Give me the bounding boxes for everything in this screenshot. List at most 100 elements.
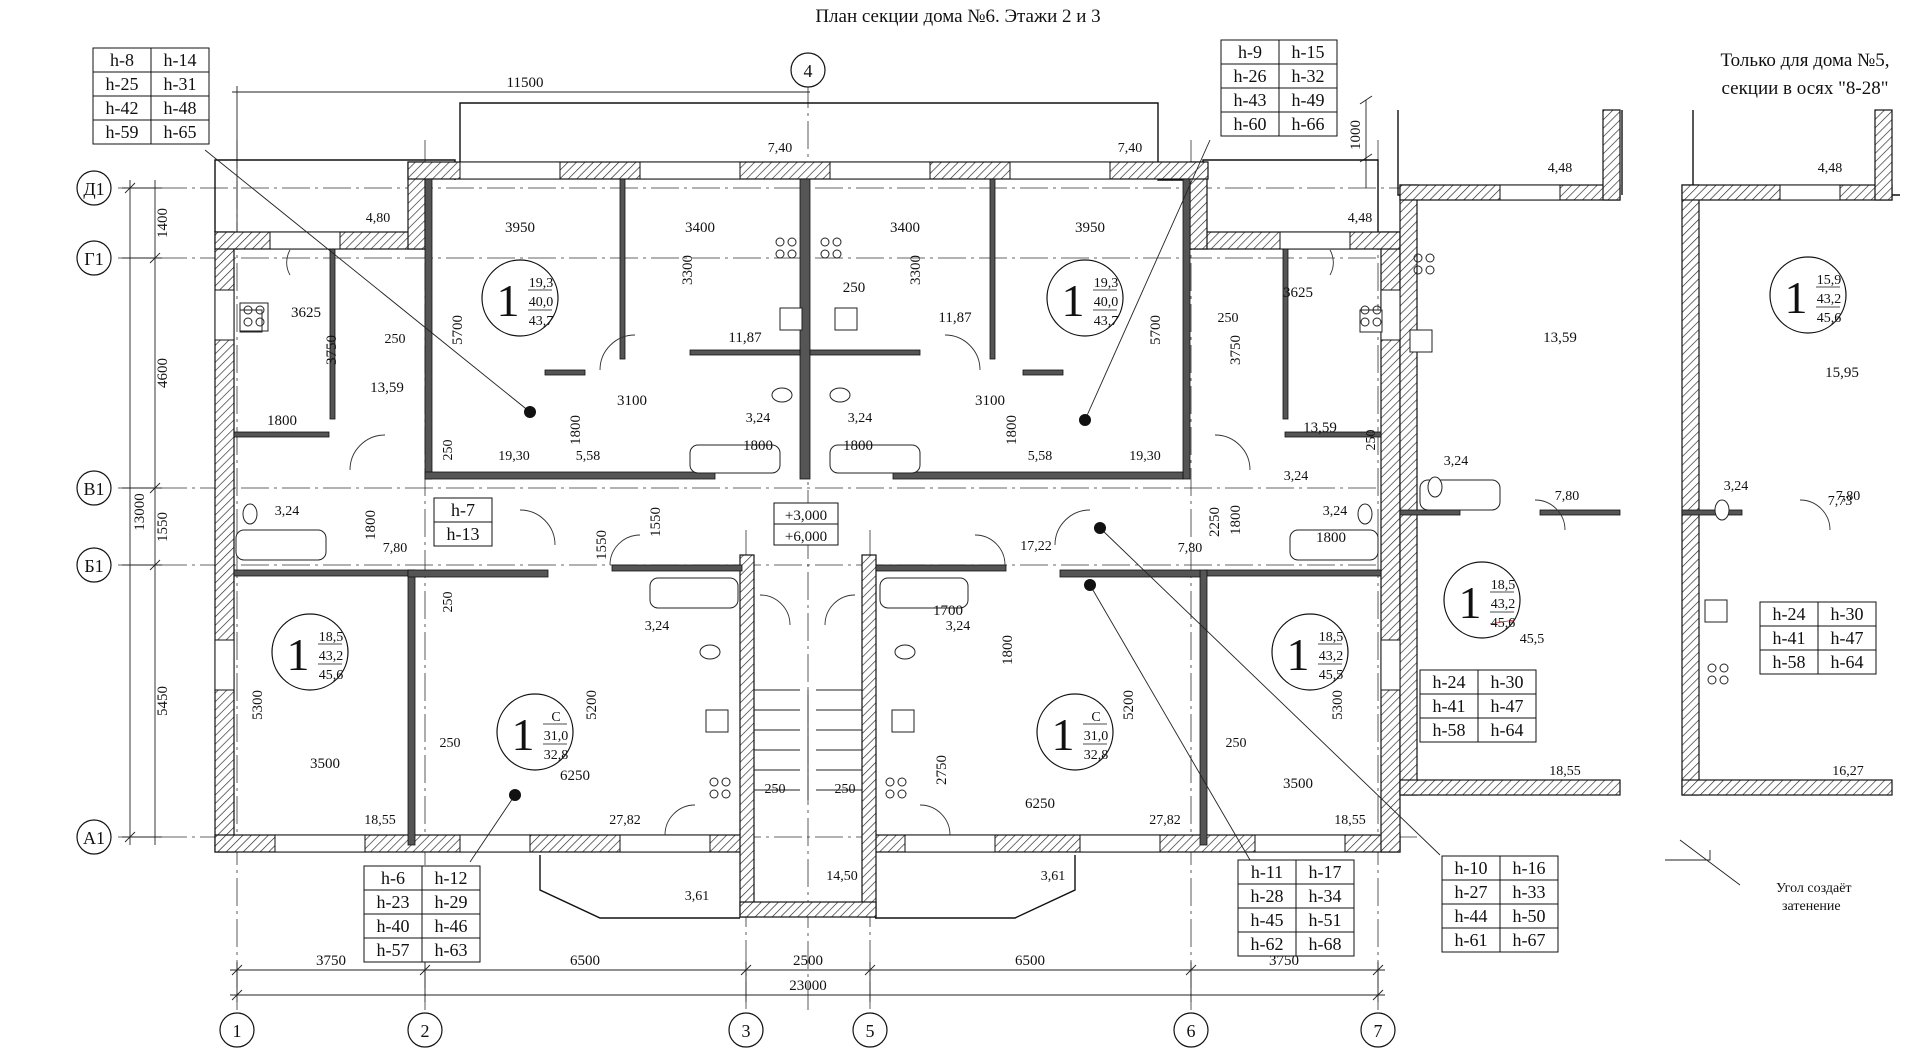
drawing-title: План секции дома №6. Этажи 2 и 3 xyxy=(815,6,1100,27)
apartment-number: h-11 xyxy=(1251,862,1283,882)
apartment-type-numbers: 1 1 1 1 1 1 1 1 xyxy=(287,272,1808,760)
room-area: 7,73 xyxy=(1828,494,1853,509)
apartment-type: 1 xyxy=(1459,577,1482,628)
dimension-lines xyxy=(122,86,1385,1002)
apartment-number: h-31 xyxy=(164,74,197,94)
apartment-number: h-16 xyxy=(1513,858,1546,878)
dimension-label: 1550 xyxy=(648,507,664,537)
area-total: 40,0 xyxy=(529,295,554,310)
apartment-table-cell xyxy=(1278,111,1338,137)
area-total: 31,0 xyxy=(1084,729,1109,744)
dimension-label: 3750 xyxy=(316,953,346,969)
room-area: 7,80 xyxy=(1555,489,1580,504)
axis-label: 5 xyxy=(866,1021,875,1041)
dimension-label: 250 xyxy=(441,440,456,461)
area-total: 40,0 xyxy=(1094,295,1119,310)
apartment-number: h-62 xyxy=(1251,934,1284,954)
dimension-label: 3300 xyxy=(680,255,696,285)
dimension-label: 1800 xyxy=(1316,530,1346,546)
dimension-label: 3625 xyxy=(1283,285,1313,301)
elevation-2: +6,000 xyxy=(785,529,827,545)
dimension-label: 250 xyxy=(1364,430,1379,451)
room-area: 19,30 xyxy=(1129,449,1161,464)
axis-label: 2 xyxy=(421,1021,430,1041)
apartment-number: h-12 xyxy=(435,868,468,888)
apartment-number: h-26 xyxy=(1234,66,1267,86)
apartment-type: 1 xyxy=(1052,709,1075,760)
apartment-number: h-58 xyxy=(1433,720,1466,740)
axis-label: 7 xyxy=(1374,1021,1383,1041)
dimension-label: 3750 xyxy=(324,335,340,365)
apartment-table-cell xyxy=(1499,927,1559,953)
axis-label: А1 xyxy=(83,828,105,848)
apartment-table-cell xyxy=(1477,717,1537,743)
axis-label: Г1 xyxy=(84,249,103,269)
dimension-label: 3750 xyxy=(1269,953,1299,969)
apartment-number: h-41 xyxy=(1773,628,1806,648)
apartment-number: h-40 xyxy=(377,916,410,936)
apartment-number: h-58 xyxy=(1773,652,1806,672)
apartment-type: 1 xyxy=(1287,629,1310,680)
apartment-number: h-59 xyxy=(106,122,139,142)
dimension-label: 13000 xyxy=(132,493,148,531)
apartment-number: h-7 xyxy=(451,500,475,520)
room-area: 27,82 xyxy=(609,813,641,828)
room-area: 18,55 xyxy=(364,813,396,828)
dimension-label: 11500 xyxy=(507,75,544,91)
dimension-label: 1550 xyxy=(594,530,610,560)
area-living: 15,9 xyxy=(1817,273,1842,288)
room-area: 3,24 xyxy=(1724,479,1749,494)
dimension-label: 1800 xyxy=(568,415,584,445)
apartment-number: h-25 xyxy=(106,74,139,94)
axis-label: 1 xyxy=(233,1021,242,1041)
dimension-label: 250 xyxy=(440,736,461,751)
apartment-number: h-60 xyxy=(1234,114,1267,134)
dimension-label: 250 xyxy=(835,782,856,797)
room-area: 4,48 xyxy=(1818,161,1843,176)
room-area: 3,24 xyxy=(848,411,873,426)
apartment-number: h-10 xyxy=(1455,858,1488,878)
dimension-label: 1800 xyxy=(843,438,873,454)
apartment-number: h-24 xyxy=(1433,672,1466,692)
shading-note-line: Угол создаёт xyxy=(1776,881,1852,896)
dimension-label: 250 xyxy=(1218,311,1239,326)
apartment-number: h-64 xyxy=(1831,652,1864,672)
apartment-number: h-43 xyxy=(1234,90,1267,110)
apartment-table-cell xyxy=(1817,649,1877,675)
axis-bubbles xyxy=(76,52,1396,1048)
axis-label: 4 xyxy=(804,61,813,81)
dimension-label: 3500 xyxy=(310,756,340,772)
room-area: 3,61 xyxy=(685,889,710,904)
apartment-type: 1 xyxy=(497,275,520,326)
apartment-number: h-9 xyxy=(1238,42,1262,62)
dimension-label: 5700 xyxy=(1148,315,1164,345)
apartment-number: h-45 xyxy=(1251,910,1284,930)
apartment-number: h-48 xyxy=(164,98,197,118)
elevation-box: +3,000 +6,000 xyxy=(773,502,839,546)
axis-label: 6 xyxy=(1187,1021,1196,1041)
dimension-label: 1800 xyxy=(267,413,297,429)
apartment-number: h-50 xyxy=(1513,906,1546,926)
apartment-number: h-29 xyxy=(435,892,468,912)
area-with-balcony: 43,7 xyxy=(1094,314,1119,329)
dimension-label: 4600 xyxy=(155,358,171,388)
apartment-number: h-47 xyxy=(1831,628,1864,648)
area-living: 19,3 xyxy=(1094,276,1119,291)
apartment-number: h-27 xyxy=(1455,882,1488,902)
room-area: 14,50 xyxy=(826,869,858,884)
dimension-label: 3950 xyxy=(505,220,535,236)
dimension-label: 5200 xyxy=(584,690,600,720)
windows xyxy=(214,161,1841,853)
apartment-number: h-65 xyxy=(164,122,197,142)
dimension-label: 250 xyxy=(1226,736,1247,751)
dimension-label: 1800 xyxy=(743,438,773,454)
apartment-number: h-24 xyxy=(1773,604,1806,624)
apartment-number: h-44 xyxy=(1455,906,1488,926)
apartment-number: h-57 xyxy=(377,940,410,960)
dimension-labels: 3750 6500 2500 6500 3750 23000 11500 140… xyxy=(132,75,1364,994)
area-with-balcony: 43,7 xyxy=(529,314,554,329)
apartment-number: h-8 xyxy=(110,50,134,70)
apartment-bubbles xyxy=(271,256,1847,771)
